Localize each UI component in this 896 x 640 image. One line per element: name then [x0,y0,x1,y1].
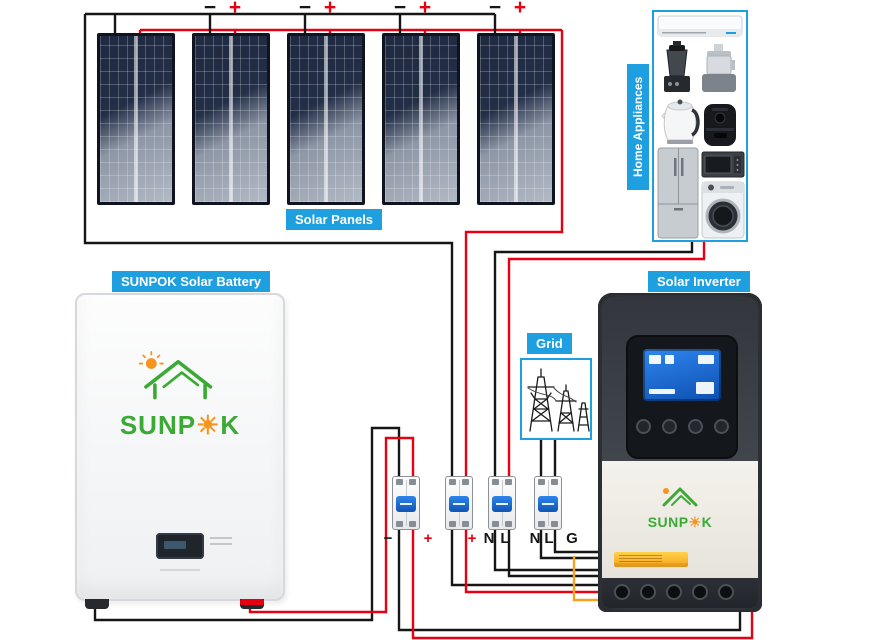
appliances-illustration [657,15,745,239]
circuit-breaker-grid[interactable] [534,476,562,530]
solar-panel [382,33,460,205]
transmission-towers-icon [527,368,590,432]
wire-load-l [507,242,706,482]
sun-letter-icon: ☀ [688,514,702,530]
battery-indicator [210,543,232,545]
terminal-label-n: N [529,530,541,547]
inverter-lcd-screen [643,349,721,401]
polarity-plus: + [323,0,337,19]
sunpok-house-icon [662,487,698,507]
food-processor-icon [702,44,736,92]
polarity-plus: + [418,0,432,19]
solar-battery: SUNP☀K [75,293,285,609]
inverter-label: Solar Inverter [648,271,750,292]
terminal-label-minus: − [383,530,393,547]
wire-load-n-out [493,526,630,572]
terminal-label-g: G [566,530,578,547]
inverter-port [718,584,734,600]
polarity-plus: + [228,0,242,19]
inverter-button[interactable] [714,419,729,434]
refrigerator-icon [657,147,699,239]
grid-label: Grid [527,333,572,354]
inverter-port [692,584,708,600]
warning-sticker [614,552,688,567]
terminal-label-l: L [544,530,554,547]
polarity-minus: − [393,0,407,19]
kettle-icon [661,99,700,144]
wire-battery-pos-to-inverter [411,526,754,640]
breaker-switch[interactable] [396,496,416,512]
inverter-port [640,584,656,600]
polarity-minus: − [298,0,312,19]
grid-box [520,358,592,440]
wire-pv-neg-to-breaker [83,14,454,482]
inverter-brand-text: SUNP☀K [647,514,713,530]
home-appliances-label: Home Appliances [627,64,649,190]
air-fryer-icon [704,104,736,146]
terminal-label-plus: + [423,530,433,547]
battery-label: SUNPOK Solar Battery [112,271,271,292]
terminal-label-l: L [500,530,510,547]
inverter-control-panel [628,337,736,457]
terminal-label-plus: + [467,530,477,547]
inverter-lower-section: SUNP☀K [602,461,758,579]
washing-machine-icon [701,181,745,239]
wire-grid-n-to-inverter [539,526,624,560]
wire-battery-pos [248,436,415,614]
battery-display [156,533,204,559]
home-appliances-box [652,10,748,242]
microwave-icon [701,151,745,178]
polarity-minus: − [203,0,217,19]
solar-panel [97,33,175,205]
breaker-switch[interactable] [538,496,558,512]
sunpok-house-icon [138,351,213,400]
inverter-port [614,584,630,600]
solar-inverter: SUNP☀K [598,293,762,612]
circuit-breaker-pv[interactable] [445,476,473,530]
inverter-top-section [602,297,758,461]
inverter-logo: SUNP☀K [602,461,758,531]
polarity-minus: − [488,0,502,19]
battery-logo: SUNP☀K [77,351,283,441]
wire-battery-neg-to-inverter [397,526,742,632]
breaker-switch[interactable] [449,496,469,512]
wire-pv-pos-to-breaker [464,30,564,482]
breaker-switch[interactable] [492,496,512,512]
inverter-button[interactable] [636,419,651,434]
inverter-button[interactable] [688,419,703,434]
blender-icon [664,41,690,92]
solar-panel [192,33,270,205]
wire-pv-neg-to-inverter [450,526,640,587]
wire-pv-pos-to-inverter [464,526,650,594]
inverter-base [602,578,758,608]
sun-letter-icon: ☀ [196,410,221,440]
circuit-breaker-load[interactable] [488,476,516,530]
battery-indicator [210,537,232,539]
inverter-button[interactable] [662,419,677,434]
battery-model-text [160,569,200,571]
wire-load-l-out [507,526,636,578]
solar-panel [287,33,365,205]
battery-brand-text: SUNP☀K [119,410,241,440]
battery-terminal-negative [85,599,109,609]
wire-load-n [493,242,694,482]
battery-positive-cap [240,599,264,605]
terminal-label-n: N [483,530,495,547]
solar-panels-label: Solar Panels [286,209,383,230]
inverter-port [666,584,682,600]
air-conditioner-icon [657,15,743,37]
solar-panel [477,33,555,205]
circuit-breaker-battery[interactable] [392,476,420,530]
polarity-plus: + [513,0,527,19]
